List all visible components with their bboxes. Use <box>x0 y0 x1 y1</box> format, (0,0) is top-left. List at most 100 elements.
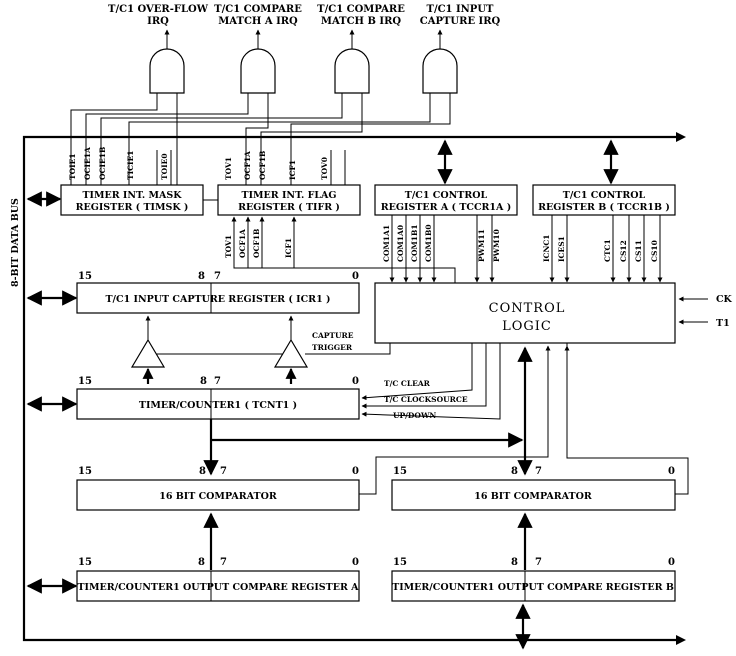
irq-compare-a-line2: MATCH A IRQ <box>218 16 298 27</box>
comp-a-bit-8: 8 <box>199 466 206 477</box>
tccr1b-bit-cs12: CS12 <box>619 240 628 262</box>
tcnt1-bit-0: 0 <box>352 376 359 387</box>
comp-a-label: 16 BIT COMPARATOR <box>159 491 277 502</box>
tifr-line1: TIMER INT. FLAG <box>242 190 337 201</box>
tccr1b-bit-cs11: CS11 <box>634 240 643 262</box>
tccr1b-bit-ctc1: CTC1 <box>603 239 612 262</box>
tccr1b-bit-icnc1: ICNC1 <box>542 234 551 262</box>
tccr1b-bit-ices1: ICES1 <box>557 236 566 262</box>
tifr-bit-ocf1b: OCF1B <box>258 151 267 180</box>
tcnt1-bit-7: 7 <box>214 376 221 387</box>
tifr-bit-tov1: TOV1 <box>224 157 233 180</box>
comp-b-bit-8: 8 <box>511 466 518 477</box>
and-gate-compare-b <box>334 48 370 94</box>
control-logic: CONTROL LOGIC CK T1 <box>374 282 733 344</box>
signal-tc-clocksource: T/C CLOCKSOURCE <box>384 395 468 404</box>
tccr1b-register: T/C1 CONTROL REGISTER B ( TCCR1B ) ICNC1… <box>532 184 676 283</box>
control-input-t1: T1 <box>716 318 730 329</box>
tccr1a-line1: T/C1 CONTROL <box>405 190 488 201</box>
icr1-bit-15: 15 <box>78 271 92 282</box>
irq-capture-line1: T/C1 INPUT <box>427 4 495 15</box>
tifr-bit-ocf1a: OCF1A <box>243 151 252 180</box>
control-input-ck: CK <box>716 294 733 305</box>
timsk-bit-ocie1a: OCIE1A <box>83 147 92 180</box>
tcnt1-bit-15: 15 <box>78 376 92 387</box>
ocr1b-bit-15: 15 <box>393 557 407 568</box>
tcnt1-data-paths <box>203 343 689 495</box>
capture-trigger-line1: CAPTURE <box>312 331 354 340</box>
timsk-bit-ticie1: TICIE1 <box>126 150 135 180</box>
timsk-bit-toie0: TOIE0 <box>160 153 169 180</box>
ocr1b-register: 15 8 7 0 TIMER/COUNTER1 OUTPUT COMPARE R… <box>391 557 676 602</box>
timsk-bit-ocie1b: OCIE1B <box>98 147 107 180</box>
data-bus: 8-BIT DATA BUS <box>10 132 686 645</box>
ocr1b-bit-0: 0 <box>668 557 675 568</box>
tccr1b-line2: REGISTER B ( TCCR1B ) <box>538 202 670 213</box>
tccr1a-line2: REGISTER A ( TCCR1A ) <box>381 202 511 213</box>
tccr1a-register: T/C1 CONTROL REGISTER A ( TCCR1A ) COM1A… <box>374 184 518 283</box>
icr1-register: 15 8 7 0 T/C1 INPUT CAPTURE REGISTER ( I… <box>76 271 360 314</box>
tccr1a-bit-pwm10: PWM10 <box>492 229 501 262</box>
ocr1a-register: 15 8 7 0 TIMER/COUNTER1 OUTPUT COMPARE R… <box>76 557 360 602</box>
tccr1b-bit-cs10: CS10 <box>650 240 659 262</box>
tcnt1-label: TIMER/COUNTER1 ( TCNT1 ) <box>139 400 297 411</box>
timsk-register: TIMER INT. MASK REGISTER ( TIMSK ) TOIE1… <box>60 147 204 216</box>
irq-overflow-line2: IRQ <box>147 16 169 27</box>
comp-a-bit-7: 7 <box>220 466 227 477</box>
ocr1a-bit-15: 15 <box>78 557 92 568</box>
capture-trigger: CAPTURE TRIGGER <box>305 331 391 355</box>
tifr-in-ocf1a: OCF1A <box>238 229 247 258</box>
ocr1a-bit-8: 8 <box>198 557 205 568</box>
comp-a-bit-0: 0 <box>352 466 359 477</box>
tcnt1-register: 15 8 7 0 TIMER/COUNTER1 ( TCNT1 ) <box>76 376 360 420</box>
signal-tc-clear: T/C CLEAR <box>384 379 431 388</box>
tifr-bit-icf1: ICF1 <box>288 160 297 180</box>
and-gate-overflow <box>149 48 185 94</box>
irq-compare-b-line1: T/C1 COMPARE <box>317 4 405 15</box>
ocr1a-bit-0: 0 <box>352 557 359 568</box>
timsk-bit-toie1: TOIE1 <box>68 153 77 180</box>
comp-b-label: 16 BIT COMPARATOR <box>474 491 592 502</box>
tccr1a-bit-com1a1: COM1A1 <box>382 225 391 262</box>
irq-overflow-line1: T/C1 OVER-FLOW <box>108 4 209 15</box>
irq-capture-line2: CAPTURE IRQ <box>420 16 501 27</box>
icr1-bit-7: 7 <box>214 271 221 282</box>
tifr-in-ocf1b: OCF1B <box>252 229 261 258</box>
timsk-line1: TIMER INT. MASK <box>82 190 182 201</box>
comparator-a: 15 8 7 0 16 BIT COMPARATOR <box>76 466 360 570</box>
ocr1b-bit-7: 7 <box>535 557 542 568</box>
comparator-b: 15 8 7 0 16 BIT COMPARATOR <box>391 466 676 570</box>
tifr-line2: REGISTER ( TIFR ) <box>238 202 340 213</box>
tifr-register: TIMER INT. FLAG REGISTER ( TIFR ) TOV1 O… <box>217 150 456 283</box>
bus-connections <box>26 139 619 650</box>
ocr1a-label: TIMER/COUNTER1 OUTPUT COMPARE REGISTER A <box>77 582 359 593</box>
comp-a-bit-15: 15 <box>78 466 92 477</box>
tifr-in-icf1: ICF1 <box>284 238 293 258</box>
bus-label: 8-BIT DATA BUS <box>10 198 21 287</box>
irq-compare-b-line2: MATCH B IRQ <box>321 16 402 27</box>
capture-trigger-line2: TRIGGER <box>312 343 353 352</box>
icr1-bit-8: 8 <box>198 271 205 282</box>
irq-labels: T/C1 OVER-FLOW IRQ T/C1 COMPARE MATCH A … <box>108 4 501 27</box>
gate-input-wires <box>70 93 451 201</box>
ocr1a-bit-7: 7 <box>220 557 227 568</box>
tccr1a-bit-com1a0: COM1A0 <box>396 225 405 262</box>
buffers <box>130 315 309 384</box>
comp-b-bit-15: 15 <box>393 466 407 477</box>
tcnt1-bit-8: 8 <box>200 376 207 387</box>
and-gate-compare-a <box>240 48 276 94</box>
tccr1a-bit-com1b0: COM1B0 <box>424 224 433 262</box>
icr1-bit-0: 0 <box>352 271 359 282</box>
control-logic-line1: CONTROL <box>489 301 566 316</box>
control-logic-line2: LOGIC <box>502 319 552 334</box>
tccr1a-bit-com1b1: COM1B1 <box>410 224 419 262</box>
and-gates <box>149 29 458 94</box>
tifr-in-tov1: TOV1 <box>224 235 233 258</box>
ocr1b-bit-8: 8 <box>511 557 518 568</box>
timsk-line2: REGISTER ( TIMSK ) <box>76 202 189 213</box>
comp-b-bit-0: 0 <box>668 466 675 477</box>
signal-up-down: UP/DOWN <box>393 411 436 420</box>
ocr1b-label: TIMER/COUNTER1 OUTPUT COMPARE REGISTER B <box>392 582 674 593</box>
comp-b-bit-7: 7 <box>535 466 542 477</box>
